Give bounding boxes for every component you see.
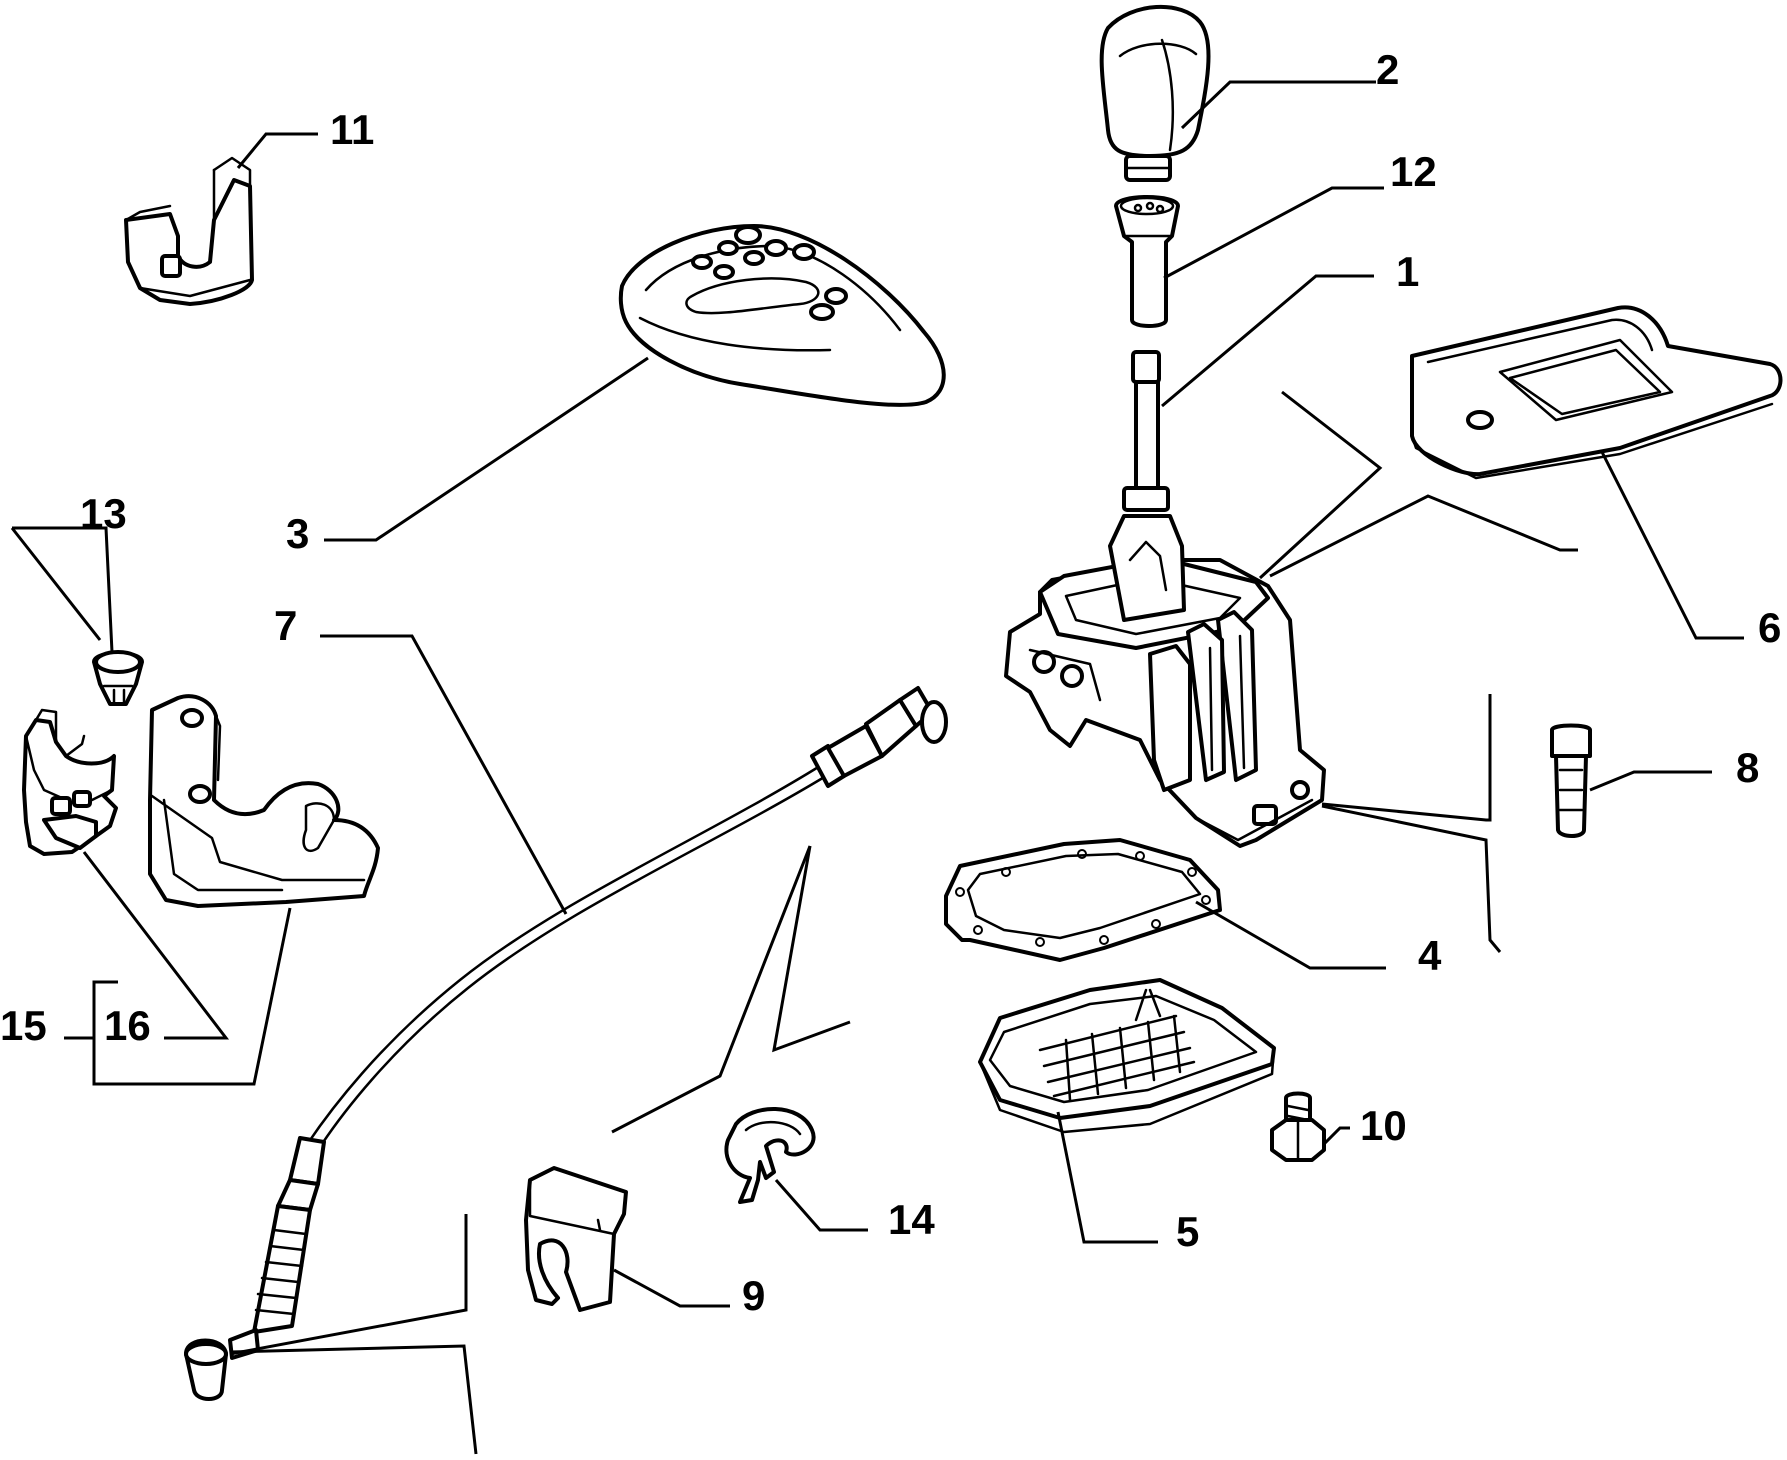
callout-13: 13 bbox=[80, 490, 127, 537]
callout-9: 9 bbox=[742, 1272, 765, 1319]
leader-lines bbox=[10, 80, 1744, 1455]
callout-4: 4 bbox=[1418, 932, 1442, 979]
callout-8: 8 bbox=[1736, 744, 1759, 791]
callout-16: 16 bbox=[104, 1002, 151, 1049]
callout-15: 15 bbox=[0, 1002, 47, 1049]
part-13-bushing bbox=[92, 650, 144, 706]
part-6-gasket-plate bbox=[1410, 305, 1783, 480]
part-15-support-bracket bbox=[148, 694, 380, 908]
callout-labels: 1 2 3 4 5 6 7 8 9 10 11 12 13 14 15 16 bbox=[0, 46, 1781, 1319]
part-5-shift-gate-plate bbox=[978, 978, 1276, 1134]
callout-1: 1 bbox=[1396, 248, 1419, 295]
part-8-bolt bbox=[1550, 723, 1592, 838]
callout-3: 3 bbox=[286, 510, 309, 557]
part-12-knob-adapter bbox=[1114, 195, 1180, 328]
part-2-gear-knob bbox=[1099, 4, 1211, 182]
part-1-gear-lever-housing bbox=[1004, 350, 1326, 848]
part-3-selector-cover bbox=[618, 224, 946, 407]
part-4-gasket bbox=[944, 838, 1222, 962]
callout-7: 7 bbox=[274, 602, 297, 649]
callout-2: 2 bbox=[1376, 46, 1399, 93]
part-9-u-clip bbox=[524, 1166, 628, 1312]
callout-14: 14 bbox=[888, 1196, 935, 1243]
part-11-cable-clip bbox=[124, 156, 254, 306]
part-7-gear-cable bbox=[184, 686, 948, 1401]
callout-12: 12 bbox=[1390, 148, 1437, 195]
callout-6: 6 bbox=[1758, 604, 1781, 651]
part-14-spring-clip bbox=[724, 1107, 816, 1204]
part-16-retaining-clip bbox=[22, 708, 118, 856]
callout-5: 5 bbox=[1176, 1208, 1199, 1255]
callout-11: 11 bbox=[330, 106, 374, 153]
callout-10: 10 bbox=[1360, 1102, 1407, 1149]
part-10-small-bolt bbox=[1270, 1091, 1326, 1162]
